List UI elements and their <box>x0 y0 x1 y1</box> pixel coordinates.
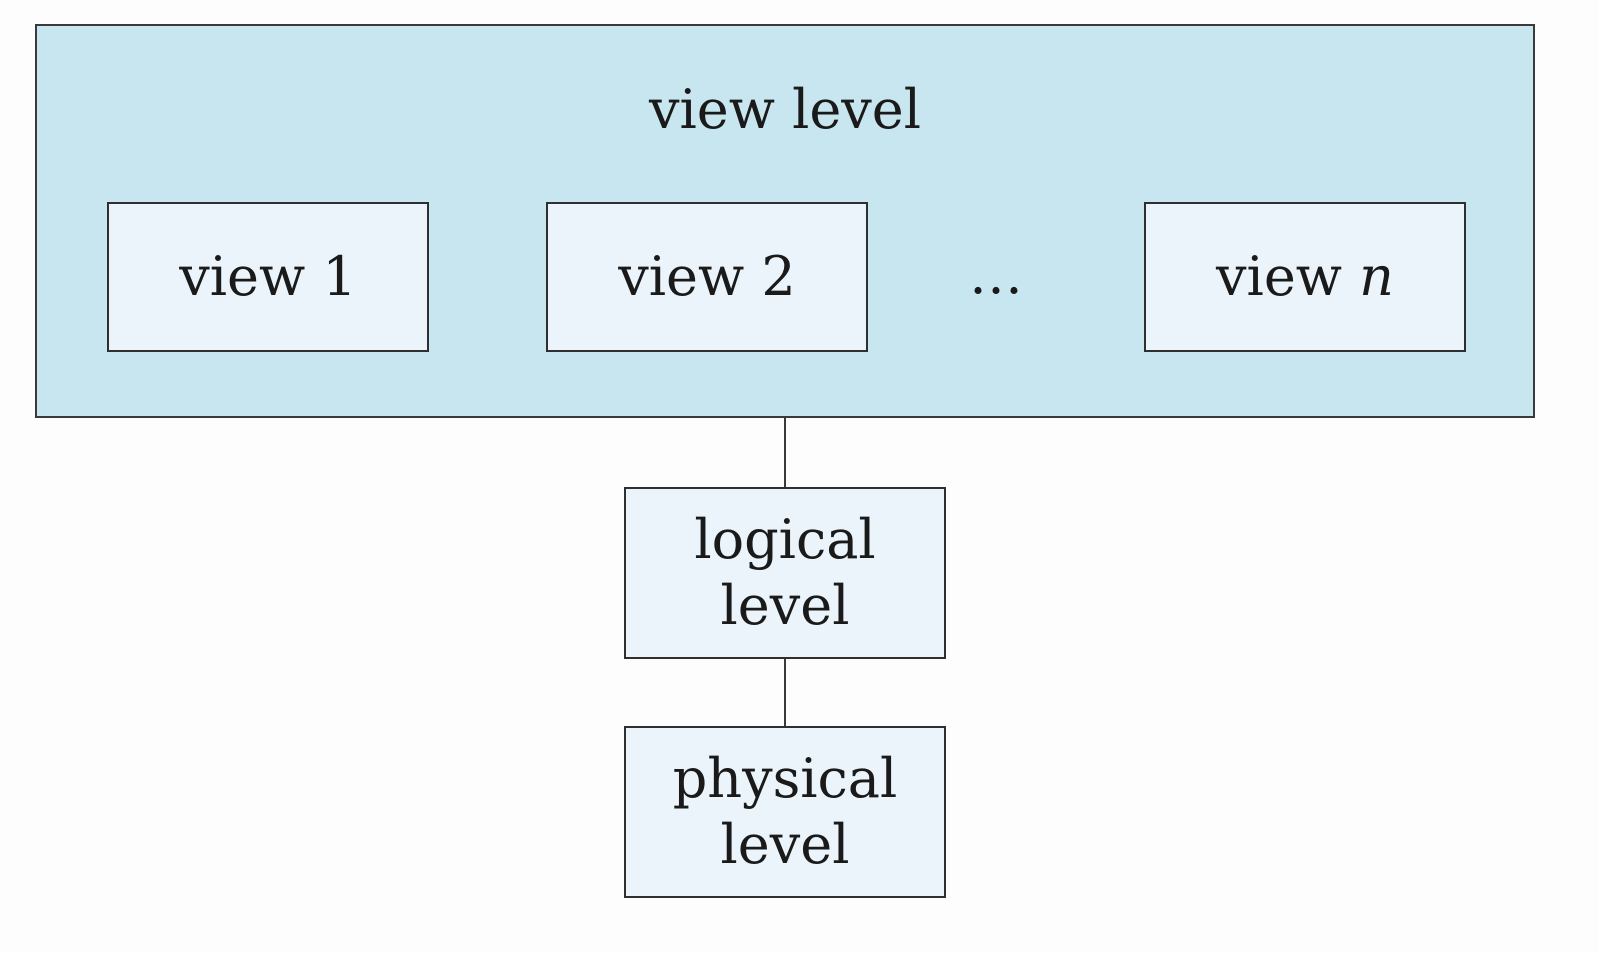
view-1-box: view 1 <box>107 202 429 352</box>
physical-level-box: physical level <box>624 726 946 898</box>
view-n-prefix: view <box>1216 245 1360 308</box>
logical-level-line2: level <box>720 574 850 637</box>
view-2-box: view 2 <box>546 202 868 352</box>
view-level-title: view level <box>648 78 922 141</box>
physical-level-line1: physical <box>672 747 898 810</box>
physical-level-line2: level <box>720 813 850 876</box>
logical-level-box: logical level <box>624 487 946 659</box>
logical-to-physical-connector <box>784 659 786 727</box>
view-1-label: view 1 <box>179 245 357 308</box>
view-to-logical-connector <box>784 418 786 488</box>
view-level-container: view level view 1 view 2 … view n <box>35 24 1535 418</box>
logical-level-line1: logical <box>694 508 876 571</box>
view-n-variable: n <box>1359 245 1394 308</box>
view-2-label: view 2 <box>618 245 796 308</box>
view-n-box: view n <box>1144 202 1466 352</box>
views-ellipsis: … <box>969 243 1025 306</box>
view-n-label: view n <box>1216 244 1394 310</box>
